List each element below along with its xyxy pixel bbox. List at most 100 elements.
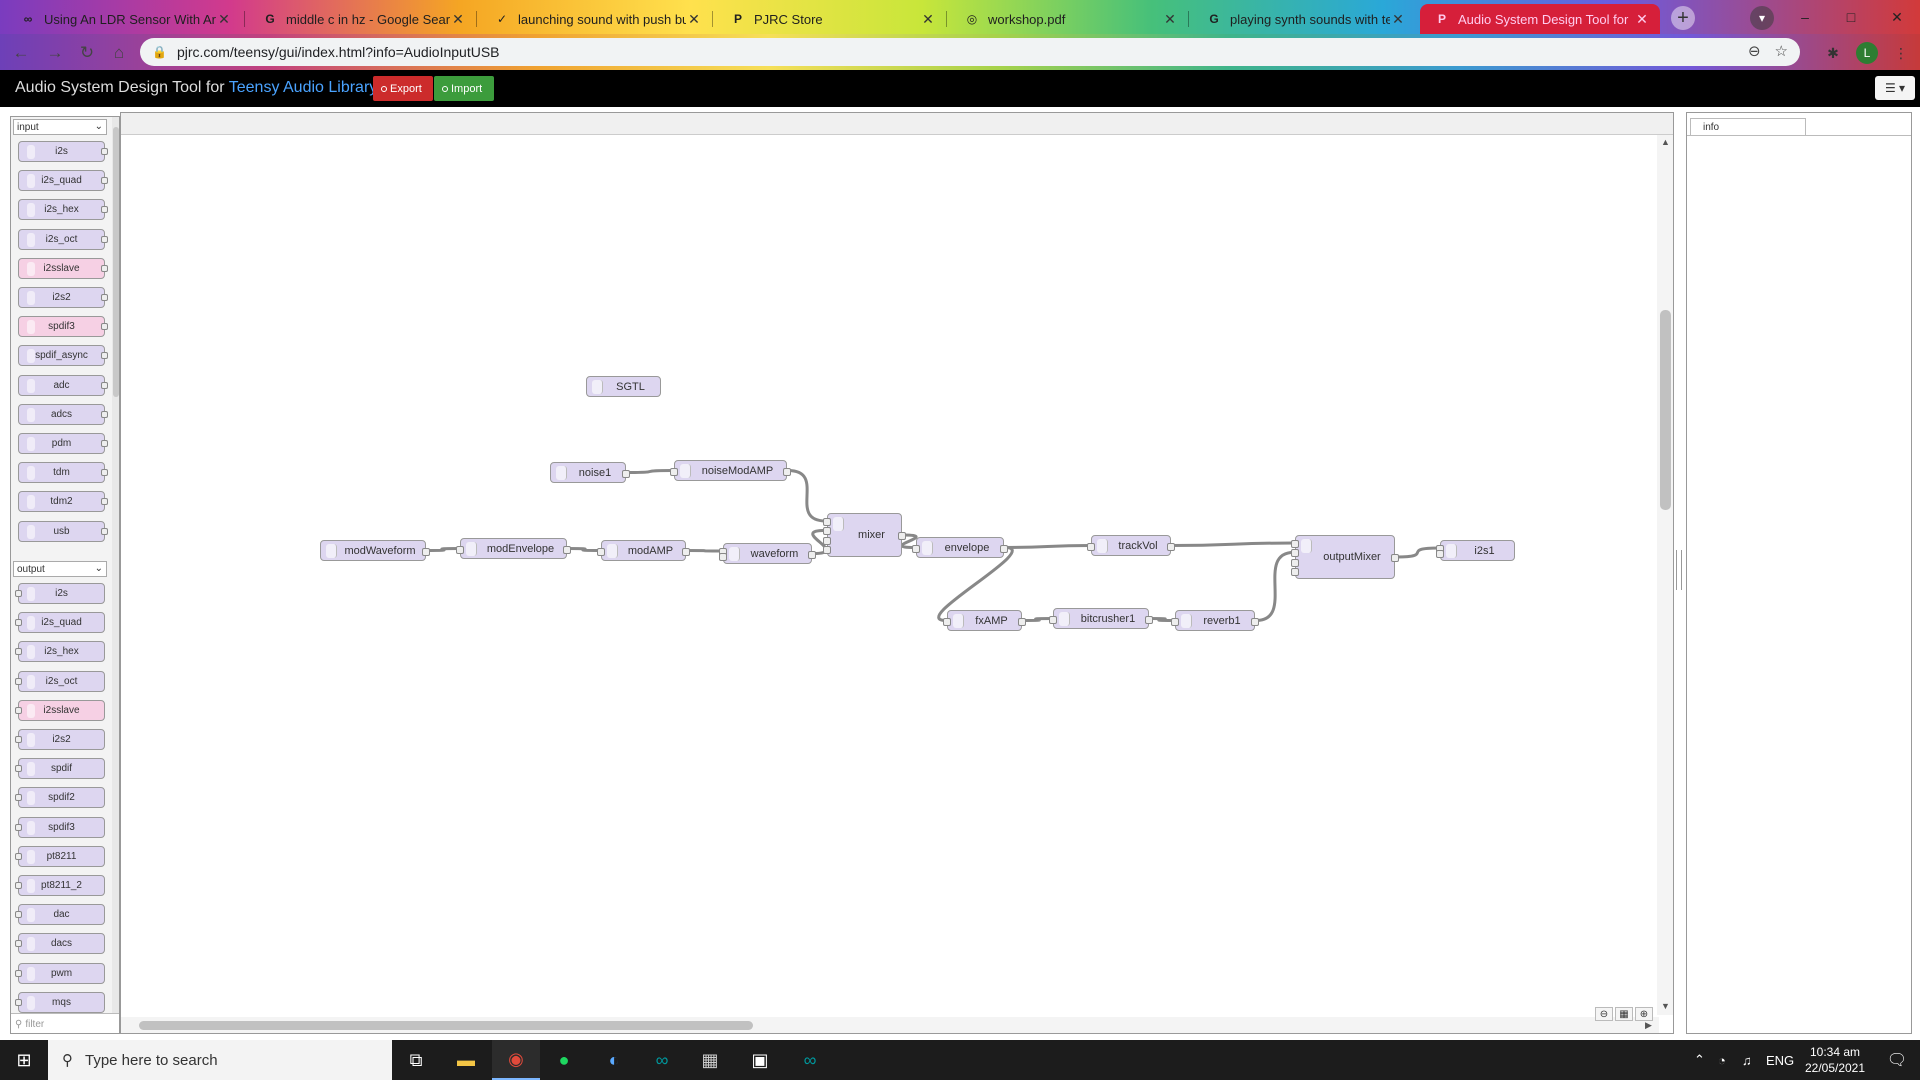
close-icon[interactable]: ✕ bbox=[452, 10, 464, 27]
wire-fxamp-to-bitcrusher1[interactable] bbox=[1022, 617, 1053, 622]
audio-node-trackvol[interactable]: trackVol bbox=[1087, 535, 1175, 556]
audio-node-sgtl[interactable]: SGTL bbox=[586, 376, 661, 397]
start-button[interactable]: ⊞ bbox=[16, 1049, 32, 1070]
node-port[interactable] bbox=[101, 440, 108, 447]
palette-scroll-thumb[interactable] bbox=[113, 127, 119, 397]
palette-node[interactable]: dacs bbox=[15, 933, 105, 955]
home-button[interactable]: ⌂ bbox=[113, 43, 125, 62]
node-port[interactable] bbox=[101, 148, 108, 155]
node-port[interactable] bbox=[15, 911, 22, 919]
node-port[interactable] bbox=[15, 823, 22, 831]
audio-node-bitcrusher1[interactable]: bitcrusher1 bbox=[1049, 608, 1153, 629]
palette-node[interactable]: i2s_quad bbox=[18, 170, 108, 192]
output-port[interactable] bbox=[622, 469, 630, 478]
extensions-icon[interactable]: ✱ bbox=[1827, 44, 1839, 61]
wire-modenvelope-to-modamp[interactable] bbox=[567, 547, 601, 552]
close-icon[interactable]: ✕ bbox=[688, 10, 700, 27]
vertical-scroll-thumb[interactable] bbox=[1660, 310, 1671, 510]
palette-node[interactable]: i2s bbox=[18, 141, 108, 162]
node-port[interactable] bbox=[15, 765, 22, 773]
audio-node-outputmixer[interactable]: outputMixer bbox=[1291, 535, 1399, 579]
network-icon[interactable]: ◔ bbox=[1718, 1052, 1726, 1068]
palette-node[interactable]: pdm bbox=[18, 433, 108, 454]
input-port[interactable] bbox=[1291, 558, 1299, 567]
close-window-button[interactable]: ✕ bbox=[1891, 8, 1903, 25]
circuit-app-icon[interactable]: ▦ bbox=[701, 1049, 719, 1070]
wire-bitcrusher1-to-reverb1[interactable] bbox=[1149, 617, 1175, 622]
notifications-icon[interactable]: 🗨 bbox=[1886, 1052, 1908, 1069]
node-port[interactable] bbox=[101, 352, 108, 360]
scroll-down-icon[interactable]: ▼ bbox=[1661, 1001, 1670, 1011]
scroll-right-icon[interactable]: ▶ bbox=[1645, 1020, 1652, 1030]
palette-node[interactable]: spdif2 bbox=[15, 787, 105, 809]
input-port[interactable] bbox=[456, 545, 464, 554]
node-port[interactable] bbox=[15, 648, 22, 656]
node-port[interactable] bbox=[15, 794, 22, 802]
arduino-ide-icon[interactable]: ∞ bbox=[803, 1049, 817, 1070]
audio-node-modenvelope[interactable]: modEnvelope bbox=[456, 538, 571, 559]
output-port[interactable] bbox=[682, 547, 690, 556]
audio-node-modwaveform[interactable]: modWaveform bbox=[320, 540, 430, 561]
output-port[interactable] bbox=[808, 550, 816, 559]
wire-noise1-to-noisemodamp[interactable] bbox=[626, 469, 674, 474]
output-port[interactable] bbox=[1000, 544, 1008, 553]
palette-node[interactable]: i2s_quad bbox=[15, 612, 105, 634]
output-port[interactable] bbox=[1145, 615, 1153, 624]
scroll-up-icon[interactable]: ▲ bbox=[1661, 137, 1670, 147]
input-port[interactable] bbox=[823, 546, 831, 554]
node-port[interactable] bbox=[101, 410, 108, 418]
palette-node[interactable]: dac bbox=[15, 904, 105, 926]
arduino-icon[interactable]: ∞ bbox=[655, 1049, 669, 1070]
palette-node[interactable]: i2s2 bbox=[15, 729, 105, 750]
chrome-icon[interactable]: ◉ bbox=[492, 1040, 540, 1080]
wire-outputmixer-to-i2s1[interactable] bbox=[1395, 546, 1440, 559]
input-port[interactable] bbox=[1291, 540, 1299, 548]
palette-node[interactable]: adcs bbox=[18, 403, 108, 425]
browser-tab[interactable]: ∞Using An LDR Sensor With Ardu✕ bbox=[6, 4, 242, 34]
wire-envelope-to-trackvol[interactable] bbox=[1004, 544, 1091, 549]
node-port[interactable] bbox=[15, 736, 22, 743]
filter-input[interactable]: ⚲ filter bbox=[11, 1013, 119, 1033]
node-port[interactable] bbox=[101, 323, 108, 331]
input-port[interactable] bbox=[597, 547, 605, 556]
wire-reverb1-to-outputmixer[interactable] bbox=[1255, 550, 1295, 622]
reload-button[interactable]: ↻ bbox=[79, 43, 95, 62]
wire-modamp-to-waveform[interactable] bbox=[686, 549, 723, 553]
audio-node-mixer[interactable]: mixer bbox=[823, 513, 906, 557]
palette-node[interactable]: i2s_oct bbox=[18, 228, 108, 250]
library-link[interactable]: Teensy Audio Library bbox=[228, 79, 378, 96]
output-port[interactable] bbox=[1391, 554, 1399, 562]
task-view-icon[interactable]: ⧉ bbox=[409, 1049, 423, 1070]
output-port[interactable] bbox=[1251, 617, 1259, 626]
palette-node[interactable]: spdif bbox=[15, 758, 105, 780]
audio-node-fxamp[interactable]: fxAMP bbox=[943, 610, 1026, 631]
node-port[interactable] bbox=[101, 294, 108, 301]
node-port[interactable] bbox=[101, 498, 108, 506]
node-port[interactable] bbox=[15, 998, 22, 1006]
node-port[interactable] bbox=[101, 527, 108, 535]
palette-node[interactable]: pt8211_2 bbox=[15, 875, 105, 896]
input-port[interactable] bbox=[943, 617, 951, 626]
node-port[interactable] bbox=[15, 940, 22, 948]
volume-icon[interactable]: ♫ bbox=[1742, 1052, 1752, 1068]
input-port[interactable] bbox=[1049, 615, 1057, 624]
audio-node-i2s1[interactable]: i2s1 bbox=[1436, 540, 1515, 561]
wire-envelope-to-fxamp[interactable] bbox=[937, 546, 1014, 622]
node-port[interactable] bbox=[101, 206, 108, 214]
palette-node[interactable]: mqs bbox=[15, 991, 105, 1013]
palette-node[interactable]: i2sslave bbox=[15, 699, 105, 721]
node-port[interactable] bbox=[15, 969, 22, 977]
workspace-horizontal-scrollbar[interactable]: ▶ bbox=[121, 1017, 1659, 1033]
input-port[interactable] bbox=[1291, 568, 1299, 576]
tab-info[interactable]: info bbox=[1690, 118, 1806, 136]
node-port[interactable] bbox=[101, 264, 108, 272]
browser-tab[interactable]: ◎workshop.pdf✕ bbox=[950, 4, 1188, 34]
minimize-button[interactable]: – bbox=[1801, 9, 1809, 25]
taskbar-search[interactable]: ⚲ Type here to search bbox=[48, 1040, 392, 1080]
panel-splitter[interactable] bbox=[1676, 550, 1682, 590]
tray-chevron-icon[interactable]: ⌃ bbox=[1694, 1052, 1705, 1067]
zoom-reset-icon[interactable]: ▦ bbox=[1615, 1007, 1633, 1021]
